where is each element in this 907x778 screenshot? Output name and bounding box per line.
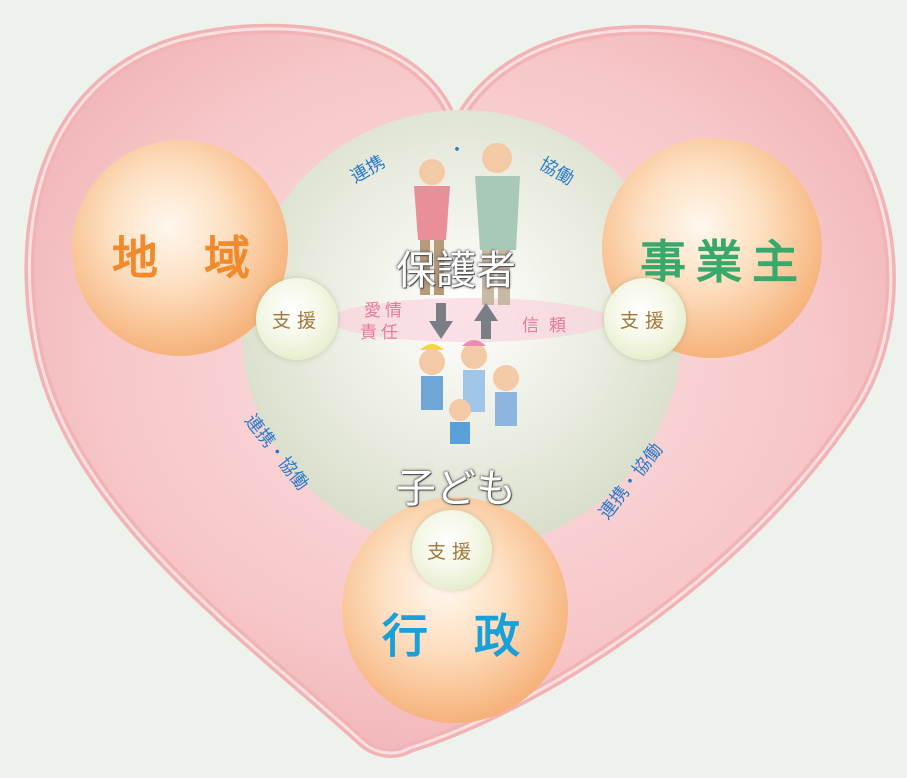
support-left-badge: 支援 xyxy=(256,278,338,360)
relation-aijou: 愛情 xyxy=(364,301,406,321)
children-illustration xyxy=(419,340,519,444)
hogosha-label: 保護者 xyxy=(396,248,516,294)
arrow-down-icon xyxy=(429,303,453,339)
chiiki-circle xyxy=(72,140,288,356)
jigyounushi-label: 事業主 xyxy=(640,235,808,289)
support-right-label: 支援 xyxy=(619,309,670,332)
arrow-up-icon xyxy=(474,303,498,339)
support-bottom-label: 支援 xyxy=(426,540,477,563)
gyousei-circle xyxy=(342,497,568,723)
relation-shinrai: 信頼 xyxy=(522,316,576,336)
support-bottom-badge: 支援 xyxy=(412,510,492,590)
gyousei-label: 行 政 xyxy=(382,609,520,663)
relation-sekinin: 責任 xyxy=(360,323,402,343)
support-right-badge: 支援 xyxy=(604,278,686,360)
kodomo-label: 子ども xyxy=(396,466,516,512)
support-left-label: 支援 xyxy=(271,309,322,332)
parents-illustration xyxy=(414,143,520,305)
link-top-dot: ・ xyxy=(448,140,466,161)
chiiki-label: 地 域 xyxy=(112,231,250,285)
